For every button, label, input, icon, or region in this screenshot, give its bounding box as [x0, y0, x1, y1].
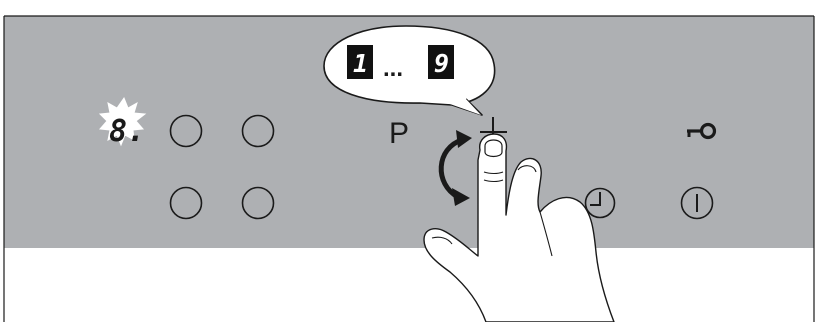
- display-digit: 8.: [109, 114, 145, 149]
- cooking-zone-buttons: [169, 114, 275, 220]
- range-end-box: [428, 45, 454, 79]
- blinking-display: 8.: [98, 96, 147, 149]
- range-start-box: [347, 45, 373, 79]
- finger-crease-1: [483, 171, 504, 175]
- power-button[interactable]: [680, 186, 714, 220]
- key-lock-icon: [687, 122, 717, 140]
- blink-burst-icon: [98, 96, 147, 147]
- timer-clock-icon: [584, 187, 616, 219]
- hand-pointer-icon: [423, 133, 615, 322]
- rotate-arrow-icon: [438, 130, 472, 206]
- key-lock-button[interactable]: [687, 122, 717, 140]
- cooking-zone-button-rear-left[interactable]: [169, 186, 203, 220]
- range-start-digit: 1: [353, 49, 368, 78]
- hand-outline: [423, 133, 615, 322]
- range-ellipsis: ...: [383, 55, 403, 82]
- hob-surface: [4, 248, 814, 322]
- fingernail: [484, 139, 503, 158]
- palm-line: [539, 211, 553, 257]
- finger-crease-2: [483, 179, 504, 183]
- level-range-callout: 1 ... 9: [323, 25, 496, 116]
- thumb-crease: [431, 236, 453, 245]
- program-label[interactable]: P: [389, 117, 409, 150]
- range-end-digit: 9: [434, 49, 449, 78]
- cooking-zone-button-rear-right[interactable]: [241, 186, 275, 220]
- cooking-zone-button-front-left[interactable]: [169, 114, 203, 148]
- middle-finger-nail: [517, 165, 537, 173]
- timer-button[interactable]: [584, 187, 616, 219]
- cooking-zone-button-front-right[interactable]: [241, 114, 275, 148]
- power-icon: [680, 186, 714, 220]
